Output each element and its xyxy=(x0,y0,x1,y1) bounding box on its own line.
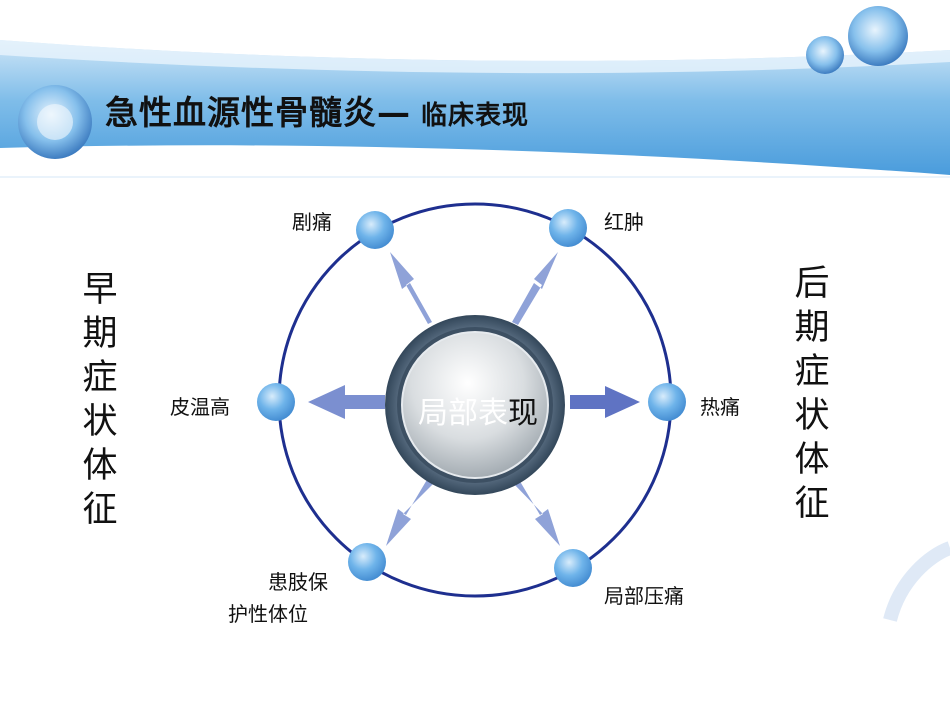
arrows xyxy=(308,252,640,546)
label-bottom-right: 局部压痛 xyxy=(604,584,684,608)
node-bottom-left xyxy=(348,543,386,581)
left-vertical-label: 早 期 症 状 体 征 xyxy=(80,268,120,532)
node-left xyxy=(257,383,295,421)
title-sub: 临床表现 xyxy=(421,101,530,131)
left-char: 征 xyxy=(82,490,118,530)
header-highlight xyxy=(0,40,950,74)
arrow-down-left xyxy=(386,478,435,546)
left-char: 体 xyxy=(82,446,118,486)
header-sphere-right-large xyxy=(848,6,908,66)
left-char: 期 xyxy=(82,314,118,354)
arrow-right xyxy=(570,386,640,418)
left-char: 症 xyxy=(82,358,118,398)
left-char: 状 xyxy=(82,402,118,442)
right-char: 征 xyxy=(794,484,830,524)
header-band xyxy=(0,40,950,175)
node-top-left xyxy=(356,211,394,249)
label-right: 热痛 xyxy=(700,395,740,419)
node-top-right xyxy=(549,209,587,247)
right-char: 状 xyxy=(794,396,830,436)
left-char: 早 xyxy=(82,270,118,310)
right-char: 症 xyxy=(794,352,830,392)
slide-title: 急性血源性骨髓炎— 临床表现 xyxy=(105,86,529,134)
label-bottom-left-2: 护性体位 xyxy=(228,602,308,626)
center-label-dark: 现 xyxy=(508,396,538,431)
title-main: 急性血源性骨髓炎— xyxy=(105,93,411,132)
center-disk xyxy=(401,331,549,479)
right-char: 体 xyxy=(794,440,830,480)
node-bottom-right xyxy=(554,549,592,587)
arrow-up-left xyxy=(390,252,432,324)
arrow-left xyxy=(308,385,385,419)
header-sphere-right-small xyxy=(806,36,844,74)
arrow-down-right xyxy=(512,478,560,546)
right-vertical-label: 后 期 症 状 体 征 xyxy=(792,262,832,526)
arrow-up-right xyxy=(512,252,558,325)
label-top-right: 红肿 xyxy=(604,210,644,234)
right-char: 期 xyxy=(794,308,830,348)
header-bottom-line xyxy=(0,176,950,178)
center-label-light: 局部表 xyxy=(418,396,508,431)
decor-arc xyxy=(883,541,950,622)
right-char: 后 xyxy=(794,264,830,304)
label-top-left: 剧痛 xyxy=(292,210,332,234)
label-left: 皮温高 xyxy=(170,395,230,419)
node-right xyxy=(648,383,686,421)
label-bottom-left-1: 患肢保 xyxy=(268,570,328,594)
center-label: 局部表现 xyxy=(396,388,560,432)
